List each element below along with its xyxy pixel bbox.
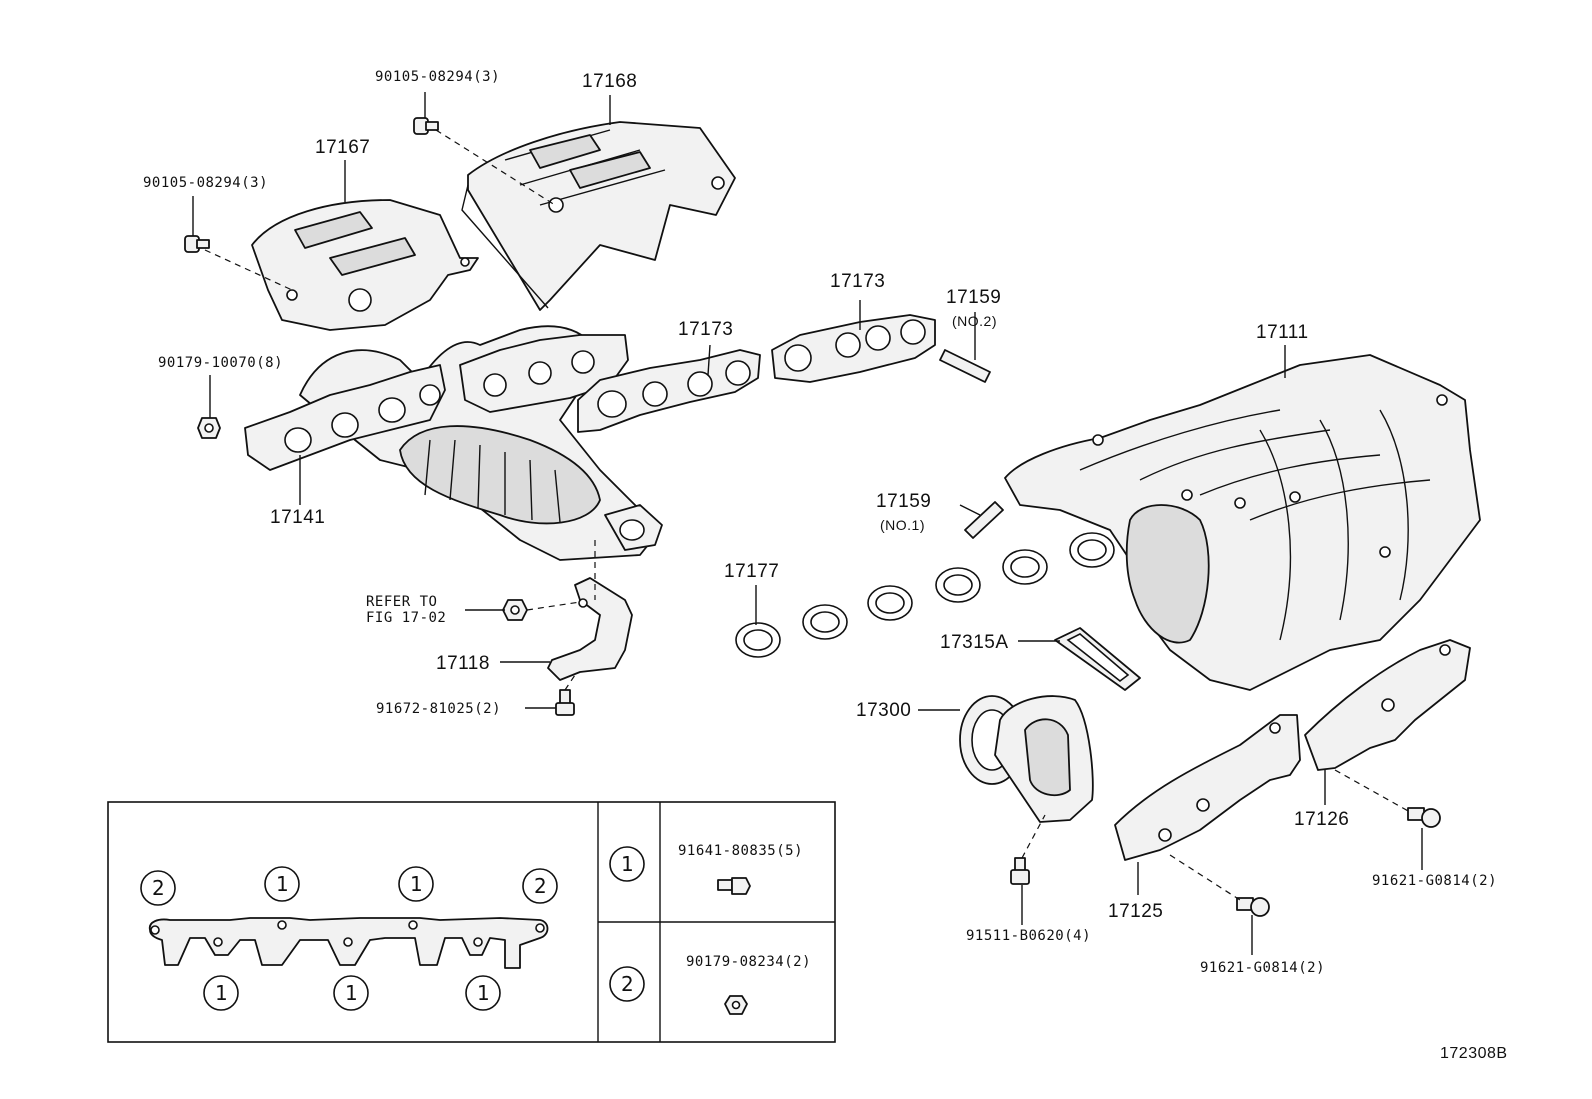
legend-key-1: 1: [621, 852, 635, 876]
legend-marker-bottom-1: 1: [215, 981, 229, 1005]
label-90179-10070: 90179-10070(8): [158, 355, 284, 371]
label-91621-g0814-lower: 91621-G0814(2): [1200, 960, 1326, 976]
gasket-17315a: [1054, 627, 1141, 691]
bolt-icon: [1010, 857, 1030, 885]
label-17173-rear: 17173: [830, 271, 886, 292]
legend-marker-top-4: 2: [534, 874, 548, 898]
throttle-spacer-17300: [959, 695, 1094, 823]
legend-marker-bottom-2: 1: [345, 981, 359, 1005]
legend-marker-top-1: 2: [152, 876, 166, 900]
label-figure-id: 172308B: [1440, 1045, 1508, 1062]
legend-part-91641-80835: 91641-80835(5): [678, 843, 804, 859]
label-17173-front: 17173: [678, 319, 734, 340]
stud-17159-no1: [964, 501, 1004, 539]
label-17315a: 17315A: [940, 632, 1009, 653]
heat-insulator-17167: [251, 199, 479, 331]
bolt-icon: [1236, 897, 1270, 917]
legend-key-2: 2: [621, 972, 635, 996]
stud-17159-no2: [939, 349, 991, 383]
intake-gaskets-17177: [735, 532, 1115, 658]
label-17125: 17125: [1108, 901, 1164, 922]
bolt-icon: [413, 117, 439, 135]
label-91621-g0814-right: 91621-G0814(2): [1372, 873, 1498, 889]
label-no2: (NO.2): [952, 313, 997, 329]
label-17300: 17300: [856, 700, 912, 721]
bolt-icon: [184, 235, 210, 253]
label-17159-no1: 17159: [876, 491, 932, 512]
label-17177: 17177: [724, 561, 780, 582]
label-fig-17-02: FIG 17-02: [366, 610, 447, 626]
exhaust-gasket-17173-rear: [771, 314, 936, 383]
heat-insulator-17168: [461, 121, 736, 311]
exhaust-gasket-17173-front: [577, 349, 761, 433]
label-17159-no2: 17159: [946, 287, 1002, 308]
bracket-17118: [547, 540, 633, 681]
legend-part-90179-08234: 90179-08234(2): [686, 954, 812, 970]
label-no1: (NO.1): [880, 517, 925, 533]
insulator-17126: [1304, 639, 1471, 771]
nut-icon: [502, 599, 528, 621]
label-refer-to: REFER TO: [366, 594, 438, 610]
legend-marker-bottom-3: 1: [477, 981, 491, 1005]
leader-lines: [192, 92, 1423, 955]
bolt-icon: [1407, 807, 1441, 828]
legend-gasket-icon: [148, 917, 549, 969]
legend-box: [107, 801, 836, 1043]
label-17141: 17141: [270, 507, 326, 528]
label-91511-b0620: 91511-B0620(4): [966, 928, 1092, 944]
label-17111: 17111: [1256, 322, 1309, 343]
nut-icon: [197, 417, 221, 439]
label-90105-08294-left: 90105-08294(3): [143, 175, 269, 191]
legend-nut-icon: [724, 995, 748, 1015]
insulator-17125: [1114, 714, 1301, 861]
label-90105-08294-right: 90105-08294(3): [375, 69, 501, 85]
bolt-icon: [555, 689, 575, 716]
label-17168: 17168: [582, 71, 638, 92]
exhaust-manifold-17141: [244, 325, 663, 561]
legend-marker-top-2: 1: [276, 872, 290, 896]
intake-manifold-17111: [1004, 354, 1481, 691]
legend-circle-markers: [140, 846, 645, 1011]
legend-bolt-icon: [717, 877, 751, 895]
label-17126: 17126: [1294, 809, 1350, 830]
label-17118: 17118: [436, 653, 490, 674]
label-91672-81025: 91672-81025(2): [376, 701, 502, 717]
label-17167: 17167: [315, 137, 371, 158]
legend-marker-top-3: 1: [410, 872, 424, 896]
